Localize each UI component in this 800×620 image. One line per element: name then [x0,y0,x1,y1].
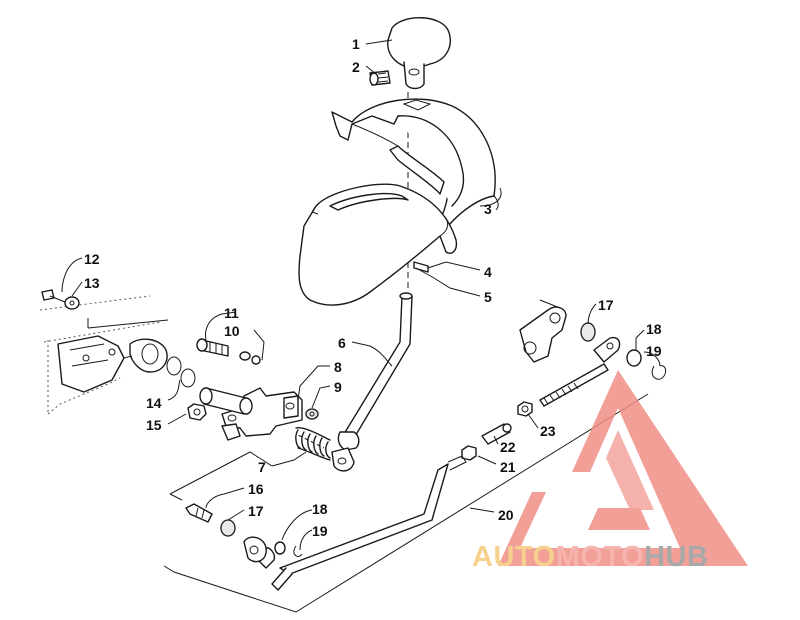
callout-18-lower: 18 [312,501,328,517]
callout-18-upper: 18 [646,321,662,337]
shift-lever-bushing [413,261,429,273]
jam-nut [517,401,533,417]
leader-lines [61,39,661,551]
pivot-shaft [199,387,253,415]
watermark-logo-icon [498,370,748,566]
watermark-hub: HUB [644,541,708,573]
group-brackets [87,318,649,613]
callout-5: 5 [484,289,492,305]
shifter-cover-upper [331,98,499,227]
watermark-moto: MOTO [556,541,644,573]
callout-7: 7 [258,459,266,475]
knob-set-screw [369,70,391,86]
callout-15: 15 [146,417,162,433]
callout-10: 10 [224,323,240,339]
callout-21: 21 [500,459,516,475]
ball-joint-washer [580,322,596,342]
callout-labels: 1 2 3 4 5 6 7 8 9 10 11 12 13 14 15 16 1… [84,36,662,539]
callout-2: 2 [352,59,360,75]
callout-23: 23 [540,423,556,439]
lower-washer-a [220,519,236,537]
bracket-washer [305,408,319,420]
frame-washer [64,296,80,310]
threaded-tie-rod [539,363,609,407]
callout-4: 4 [484,264,492,280]
svg-text:AUTOMOTOHUB: AUTOMOTOHUB [472,541,708,573]
callout-3: 3 [484,201,492,217]
callout-13: 13 [84,275,100,291]
o-rings [166,356,196,388]
callout-12: 12 [84,251,100,267]
callout-11: 11 [224,305,239,321]
callout-16: 16 [248,481,264,497]
lower-rod-end [243,536,267,563]
callout-17-upper: 17 [598,297,614,313]
shift-knob [387,17,451,90]
frame-section [39,295,168,415]
callout-22: 22 [500,439,516,455]
flange-nut [187,403,207,421]
callout-17-lower: 17 [248,503,264,519]
transmission-lever-assembly [519,299,567,363]
watermark-auto: AUTO [472,541,556,573]
watermark-logo-inner-icon [606,430,654,510]
lower-clip [293,545,303,557]
shift-rod [257,455,467,591]
callout-1: 1 [352,36,360,52]
callout-19-upper: 19 [646,343,662,359]
lower-bolt [185,503,213,523]
callout-6: 6 [338,335,346,351]
lock-nut [461,445,477,461]
connector-sleeve [481,423,512,445]
rod-end-bracket [593,336,621,363]
automotohub-watermark: AUTOMOTOHUB [472,370,748,573]
callout-9: 9 [334,379,342,395]
shifter-cover-lower [298,183,458,306]
right-clip [651,365,667,380]
right-washer [626,349,642,367]
callout-8: 8 [334,359,342,375]
callout-20: 20 [498,507,514,523]
pivot-bracket [221,387,303,441]
shift-lever [331,292,413,472]
lower-washer-b [274,541,286,555]
callout-19-lower: 19 [312,523,328,539]
pin-nut [239,351,261,365]
callout-14: 14 [146,395,162,411]
return-spring [295,427,331,461]
pivot-pin [196,338,229,357]
